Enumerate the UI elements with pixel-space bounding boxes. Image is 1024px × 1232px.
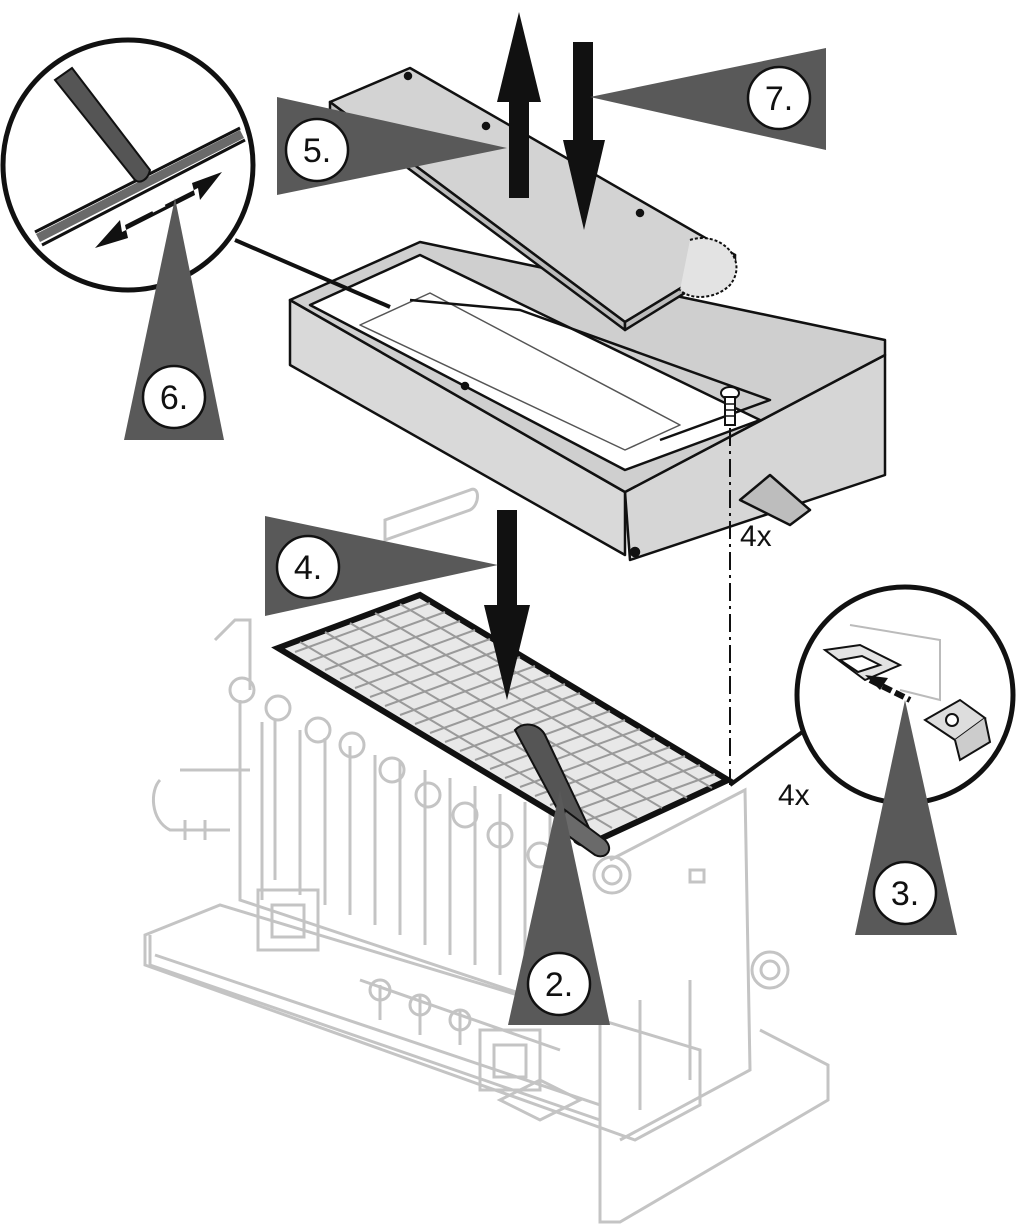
screw	[720, 386, 740, 426]
lower-arrow-step-7	[563, 42, 605, 230]
callout-step-2: 2.	[508, 790, 610, 1025]
callout-step-5: 5.	[277, 97, 507, 195]
insert-arrow-step-4	[484, 510, 530, 700]
cleaning-brush	[513, 723, 611, 858]
callout-step-3: 3.	[855, 700, 957, 935]
step-label-4: 4.	[294, 549, 322, 587]
slide-double-arrow	[95, 172, 222, 248]
step-label-6: 6.	[160, 379, 188, 417]
callout-step-4: 4.	[265, 516, 498, 616]
screw-quantity-label: 4x	[740, 520, 772, 553]
lift-arrow-step-5	[497, 12, 541, 198]
step-label-7: 7.	[765, 80, 793, 118]
step-label-5: 5.	[303, 132, 331, 170]
step-label-3: 3.	[891, 875, 919, 913]
detail-circle-seal-removal	[0, 37, 391, 309]
boiler-heat-exchanger	[143, 487, 830, 1224]
callout-step-6: 6.	[124, 198, 224, 440]
callout-step-7: 7.	[590, 48, 826, 150]
clip-quantity-label: 4x	[778, 779, 810, 812]
detail-circle-clip-fitting	[728, 584, 1016, 806]
flue-hood	[288, 240, 887, 562]
step-label-2: 2.	[545, 966, 573, 1004]
